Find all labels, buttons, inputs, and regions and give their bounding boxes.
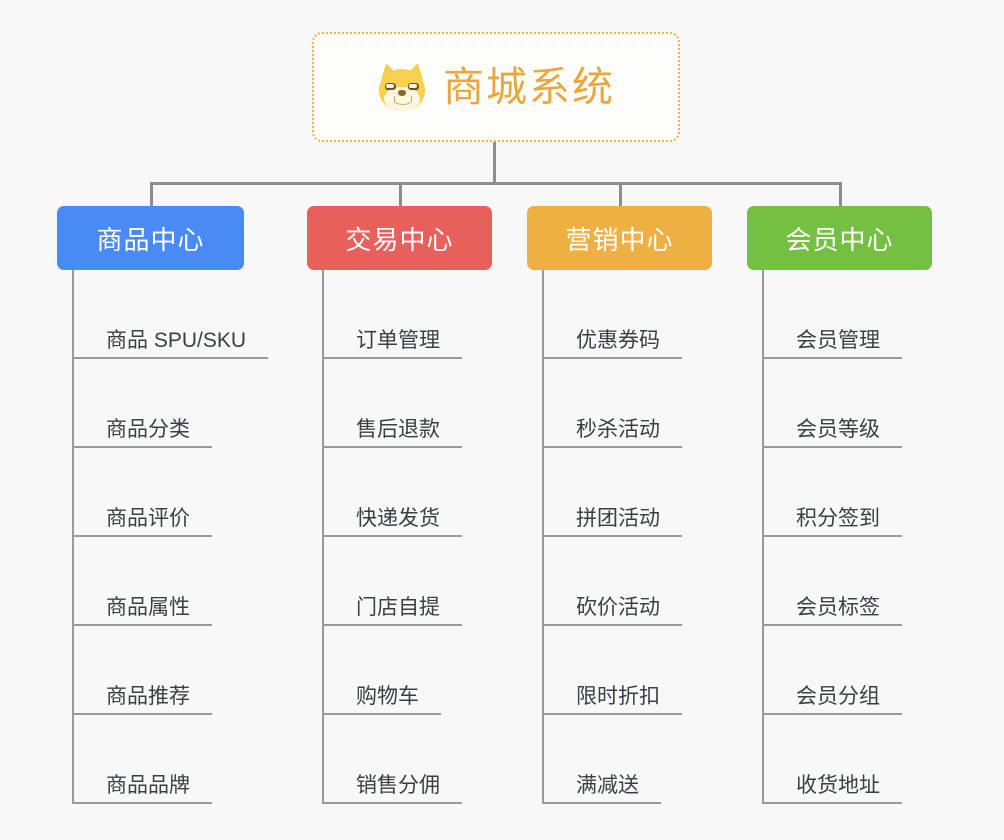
leaf-item[interactable]: 拼团活动 [542,448,682,537]
root-node[interactable]: 商城系统 [312,32,680,142]
leaf-item-label: 商品 SPU/SKU [106,328,247,352]
category-header-4[interactable]: 会员中心 [747,206,932,270]
leaf-item-label: 购物车 [356,684,419,708]
leaf-item[interactable]: 商品推荐 [72,626,212,715]
leaf-item[interactable]: 限时折扣 [542,626,682,715]
leaf-item[interactable]: 积分签到 [762,448,902,537]
leaf-spine [542,270,544,804]
leaf-item[interactable]: 会员标签 [762,537,902,626]
category-header-1[interactable]: 商品中心 [57,206,244,270]
leaf-item[interactable]: 商品属性 [72,537,212,626]
leaf-item[interactable]: 销售分佣 [322,715,462,804]
category-header-label: 商品中心 [96,224,205,255]
leaf-item[interactable]: 购物车 [322,626,441,715]
leaf-item-label: 满减送 [576,773,639,797]
category-header-label: 交易中心 [345,224,454,255]
leaf-item[interactable]: 商品品牌 [72,715,212,804]
leaf-item-label: 秒杀活动 [576,417,660,441]
leaf-column-3: 优惠券码秒杀活动拼团活动砍价活动限时折扣满减送 [542,270,747,804]
leaf-item[interactable]: 快递发货 [322,448,462,537]
leaf-item[interactable]: 商品评价 [72,448,212,537]
leaf-item[interactable]: 满减送 [542,715,661,804]
leaf-spine [762,270,764,804]
leaf-item[interactable]: 商品 SPU/SKU [72,270,269,359]
leaf-item[interactable]: 砍价活动 [542,537,682,626]
leaf-column-1: 商品 SPU/SKU 商品分类商品评价商品属性商品推荐商品品牌 [72,270,279,804]
category-header-3[interactable]: 营销中心 [527,206,712,270]
category-header-label: 营销中心 [565,224,674,255]
leaf-item-label: 快递发货 [356,506,440,530]
leaf-item-label: 收货地址 [796,773,880,797]
connector-branch-1 [149,182,153,206]
shiba-dog-icon [377,61,427,111]
leaf-item-label: 会员分组 [796,684,880,708]
leaf-item-label: 会员等级 [796,417,880,441]
leaf-item[interactable]: 售后退款 [322,359,462,448]
leaf-item-label: 优惠券码 [576,328,660,352]
connector-branch-2 [398,182,402,206]
leaf-spine [322,270,324,804]
leaf-item-label: 商品评价 [106,506,190,530]
leaf-item-label: 销售分佣 [356,773,440,797]
leaf-item-label: 订单管理 [356,328,440,352]
leaf-column-2: 订单管理售后退款快递发货门店自提购物车销售分佣 [322,270,527,804]
leaf-item-label: 商品属性 [106,595,190,619]
leaf-item-label: 会员管理 [796,328,880,352]
connector-branch-3 [618,182,622,206]
leaf-item-label: 售后退款 [356,417,440,441]
leaf-item[interactable]: 商品分类 [72,359,212,448]
leaf-item[interactable]: 秒杀活动 [542,359,682,448]
connector-branch-4 [838,182,842,206]
root-title: 商城系统 [443,63,615,110]
leaf-item-label: 商品品牌 [106,773,190,797]
connector-root-stem [493,142,496,184]
category-header-2[interactable]: 交易中心 [307,206,492,270]
leaf-item[interactable]: 会员分组 [762,626,902,715]
leaf-item[interactable]: 收货地址 [762,715,902,804]
leaf-item-label: 商品分类 [106,417,190,441]
leaf-item[interactable]: 会员等级 [762,359,902,448]
leaf-item-label: 砍价活动 [576,595,660,619]
leaf-column-4: 会员管理会员等级积分签到会员标签会员分组收货地址 [762,270,967,804]
leaf-item[interactable]: 门店自提 [322,537,462,626]
leaf-item-label: 积分签到 [796,506,880,530]
leaf-item[interactable]: 订单管理 [322,270,462,359]
leaf-item[interactable]: 会员管理 [762,270,902,359]
leaf-spine [72,270,74,804]
leaf-item-label: 门店自提 [356,595,440,619]
leaf-item-label: 商品推荐 [106,684,190,708]
category-header-label: 会员中心 [785,224,894,255]
leaf-item-label: 会员标签 [796,595,880,619]
leaf-item-label: 拼团活动 [576,506,660,530]
connector-horizontal-bus [150,182,840,185]
leaf-item-label: 限时折扣 [576,684,660,708]
leaf-item[interactable]: 优惠券码 [542,270,682,359]
